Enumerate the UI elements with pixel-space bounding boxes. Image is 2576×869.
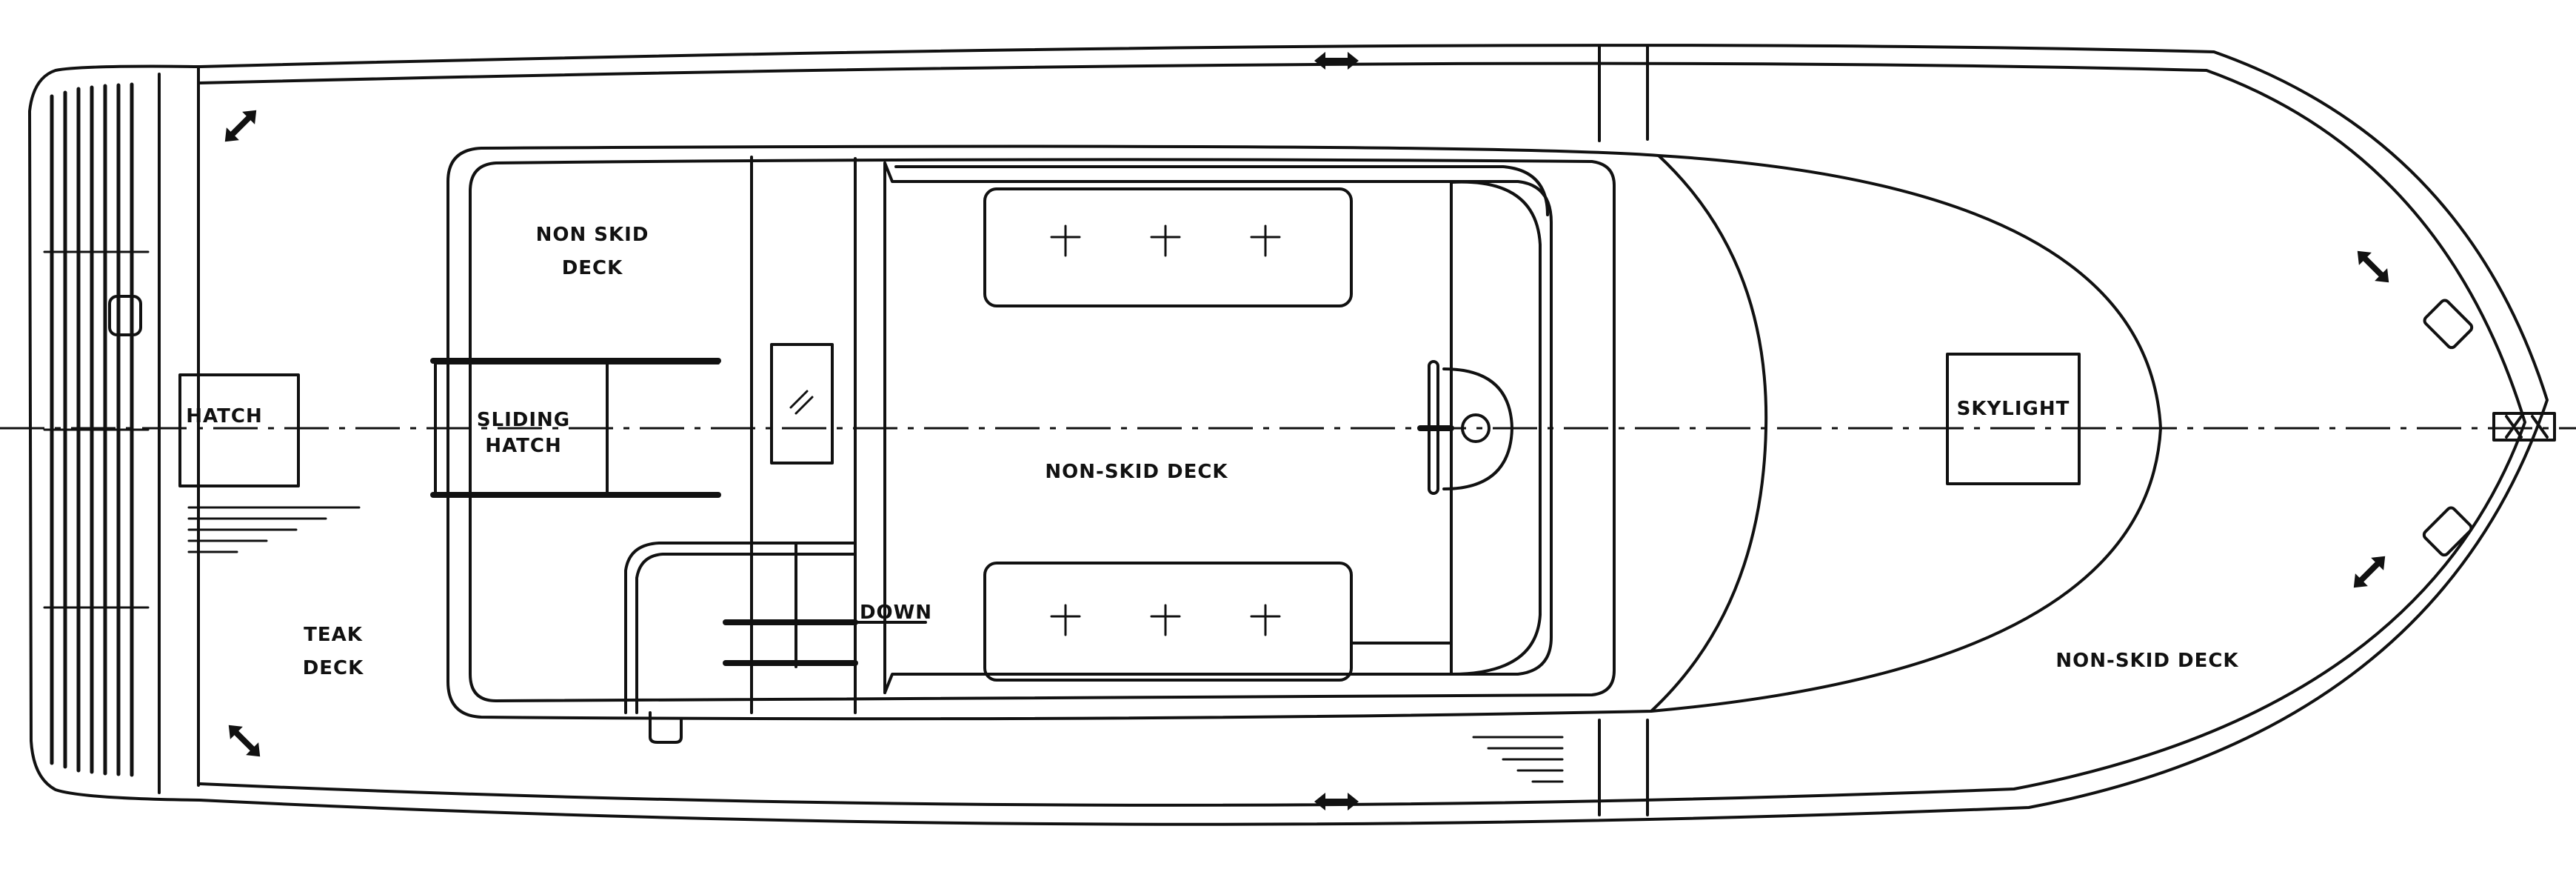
label-down: DOWN — [860, 602, 932, 624]
seating — [983, 187, 1453, 682]
skylight — [1946, 353, 2081, 485]
side-deck-posts — [1598, 44, 1649, 816]
aft-hatch — [178, 373, 300, 487]
hatch-marks — [187, 506, 1564, 783]
label-non-skid-deck-bow: NON-SKID DECK — [2055, 650, 2238, 672]
sliding-hatch — [430, 358, 721, 498]
companionway — [624, 542, 927, 744]
label-sliding-hatch-2: HATCH — [485, 435, 561, 457]
label-non-skid-deck-aft-2: DECK — [562, 257, 623, 279]
label-sliding-hatch-1: SLIDING — [477, 409, 570, 431]
bow-fitting — [2492, 412, 2556, 442]
hull-outline — [28, 44, 2549, 826]
helm-station — [1417, 360, 1513, 495]
deck-arrows — [224, 52, 2389, 810]
label-teak-deck-1: TEAK — [304, 624, 363, 646]
label-hatch: HATCH — [186, 405, 262, 427]
equipment-box — [770, 343, 834, 465]
label-non-skid-deck-center: NON-SKID DECK — [1045, 461, 1228, 483]
bow-cleats — [2422, 299, 2474, 557]
label-skylight: SKYLIGHT — [1957, 398, 2070, 420]
seat-fittings — [1050, 224, 1281, 636]
label-teak-deck-2: DECK — [303, 657, 364, 679]
foredeck-curve — [1650, 154, 2162, 713]
label-non-skid-deck-aft-1: NON SKID — [536, 224, 649, 246]
transom-grating — [43, 82, 150, 777]
